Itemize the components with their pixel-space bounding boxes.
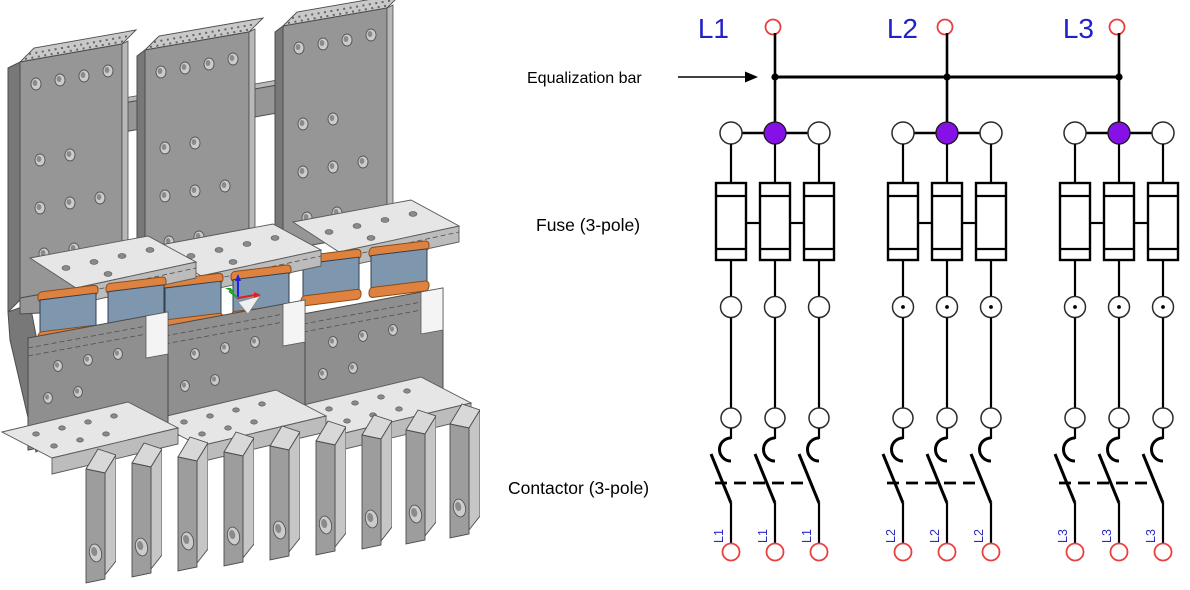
cad-phase-2-busbar bbox=[136, 17, 328, 463]
pole-terminal-label: L1 bbox=[800, 529, 814, 543]
schematic: L1 L2 L3 Equalization bar Fuse (3-pole) … bbox=[508, 13, 1190, 590]
pole-terminal-label: L3 bbox=[1144, 529, 1158, 543]
fuse-label: Fuse (3-pole) bbox=[536, 215, 640, 235]
phase-branch-L2 bbox=[883, 20, 1006, 561]
cad-holes bbox=[30, 64, 114, 261]
pole-terminal-label: L3 bbox=[1056, 529, 1070, 543]
pole-terminal-label: L1 bbox=[712, 529, 726, 543]
cad-phase-3-busbar bbox=[274, 0, 473, 450]
cad-shelf-lower bbox=[0, 401, 180, 475]
phase-label-l1: L1 bbox=[698, 13, 729, 44]
contactor-label: Contactor (3-pole) bbox=[508, 478, 649, 498]
cad-holes bbox=[293, 28, 377, 225]
phase-branch-L3 bbox=[1055, 20, 1178, 561]
cad-render bbox=[0, 0, 480, 590]
pole-terminal-label: L2 bbox=[972, 529, 986, 543]
phase-branch-L1 bbox=[711, 20, 834, 561]
arrow-icon bbox=[678, 71, 758, 83]
pole-terminal-label: L1 bbox=[756, 529, 770, 543]
cad-holes bbox=[155, 52, 239, 249]
pole-terminal-label: L2 bbox=[928, 529, 942, 543]
pole-terminal-label: L3 bbox=[1100, 529, 1114, 543]
equalization-bar-label: Equalization bar bbox=[527, 70, 642, 87]
phase-label-l3: L3 bbox=[1063, 13, 1094, 44]
pole-terminal-label: L2 bbox=[884, 529, 898, 543]
phase-label-l2: L2 bbox=[887, 13, 918, 44]
cad-phase-1-busbar bbox=[0, 29, 198, 475]
axis-triad-icon bbox=[225, 274, 261, 315]
